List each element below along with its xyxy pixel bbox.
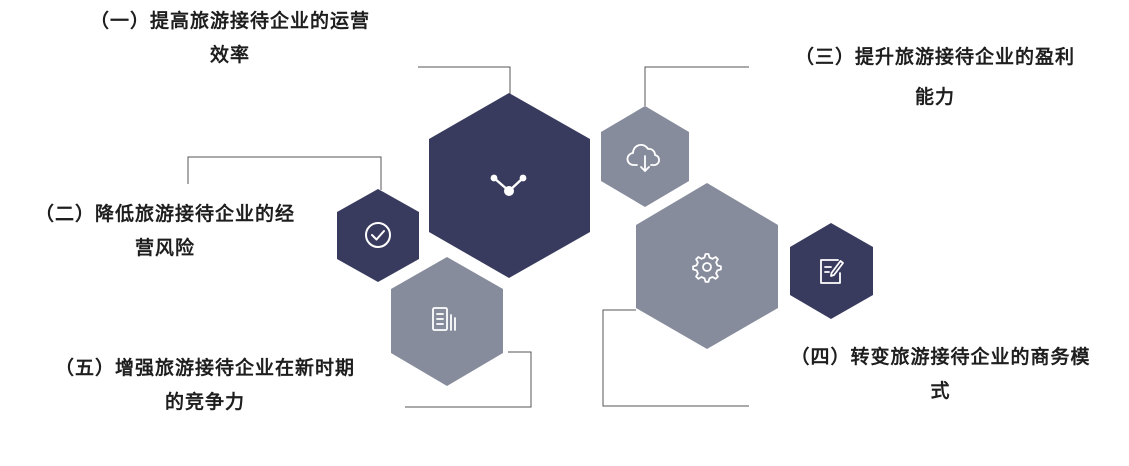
hexagon-edit [790, 223, 873, 319]
label-item-5-line2: 的竞争力 [164, 391, 245, 413]
label-item-2-line1: （二）降低旅游接待企业的经 [34, 203, 295, 225]
label-item-5-line1: （五）增强旅游接待企业在新时期 [54, 357, 355, 379]
label-item-1: （一）提高旅游接待企业的运营 效率 [40, 4, 420, 72]
label-item-4-line1: （四）转变旅游接待企业的商务模 [790, 346, 1091, 368]
connector-line-1 [418, 66, 511, 95]
label-item-1-line1: （一）提高旅游接待企业的运营 [89, 10, 370, 32]
hexagon-main [429, 93, 590, 278]
label-item-3-line2: 能力 [914, 86, 955, 108]
label-item-2: （二）降低旅游接待企业的经 营风险 [0, 197, 330, 265]
hexagon-gear [636, 183, 778, 349]
label-item-1-line2: 效率 [209, 44, 250, 66]
connector-line-5 [405, 351, 532, 408]
hexagon-check [337, 189, 419, 282]
label-item-2-line2: 营风险 [134, 237, 195, 259]
label-item-5: （五）增强旅游接待企业在新时期 的竞争力 [10, 351, 400, 419]
connector-line-3 [644, 66, 749, 106]
check-circle-icon [365, 222, 391, 248]
share-nodes-icon [490, 174, 527, 196]
connector-line-4 [602, 309, 749, 407]
label-item-3: （三）提升旅游接待企业的盈利 能力 [740, 40, 1129, 114]
document-icon [432, 307, 456, 331]
cloud-download-icon [626, 143, 660, 172]
label-item-4-line2: 式 [930, 380, 951, 402]
connector-line-2 [187, 156, 382, 190]
gear-icon [692, 253, 722, 283]
edit-note-icon [820, 259, 844, 284]
label-item-4: （四）转变旅游接待企业的商务模 式 [752, 340, 1129, 408]
label-item-3-line1: （三）提升旅游接待企业的盈利 [794, 46, 1075, 68]
